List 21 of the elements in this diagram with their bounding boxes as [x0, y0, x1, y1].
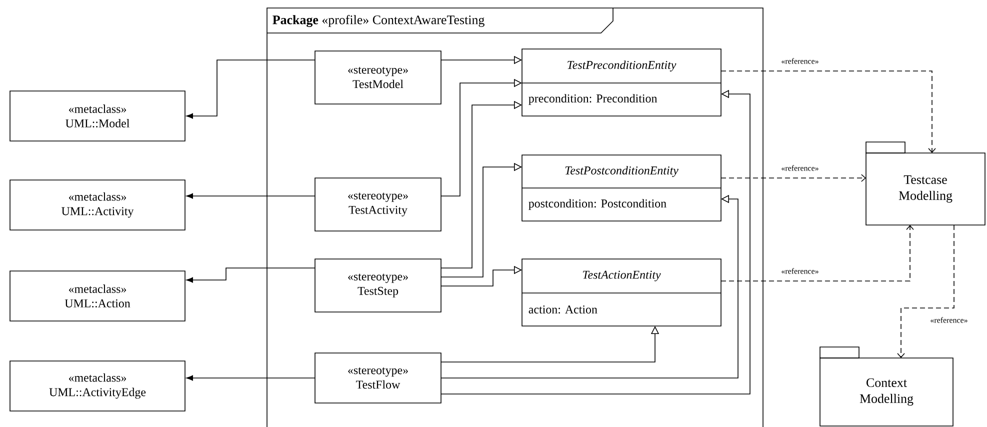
arrow — [186, 193, 316, 199]
stereotype-box: «stereotype» TestStep — [314, 258, 442, 312]
package-box: Context Modelling — [820, 346, 954, 426]
class-box: TestActionEntity action: Action — [522, 258, 722, 326]
arrow — [720, 225, 914, 282]
arrow — [897, 224, 954, 358]
stereotype-box: «stereotype» TestFlow — [314, 352, 442, 404]
metaclass-box: «metaclass» UML::ActivityEdge — [10, 360, 186, 412]
package-box: Testcase Modelling — [866, 142, 986, 226]
stereotype-box: «stereotype» TestModel — [314, 50, 442, 104]
arrow — [720, 70, 936, 153]
metaclass-box: «metaclass» UML::Model — [10, 90, 186, 142]
arrow — [186, 268, 316, 283]
arrow — [186, 60, 316, 119]
stereotype-box: «stereotype» TestActivity — [314, 178, 442, 232]
arrow — [186, 375, 316, 381]
metaclass-box: «metaclass» UML::Action — [10, 270, 186, 322]
metaclass-box: «metaclass» UML::Activity — [10, 180, 186, 230]
class-box: TestPreconditionEntity precondition: Precondition — [522, 48, 722, 116]
arrow — [720, 174, 866, 182]
class-box: TestPostconditionEntity postcondition: Postcondition — [522, 154, 722, 222]
